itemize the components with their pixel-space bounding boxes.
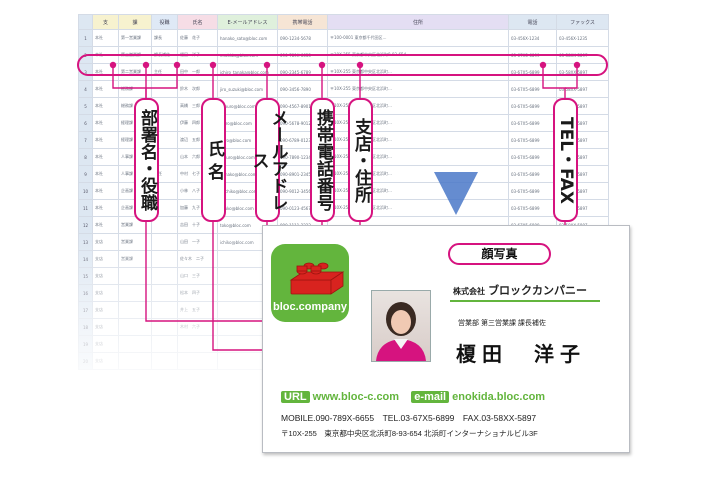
label-name: 氏 名 [201, 98, 226, 222]
header-cell: ファックス [556, 14, 609, 30]
portrait-photo [371, 290, 431, 362]
header-cell: 課 [118, 14, 152, 30]
url-value: www.bloc-c.com [312, 391, 400, 403]
label-face-photo: 顔写真 [448, 243, 551, 265]
spreadsheet-header-row: 支 課 役職 氏名 E-メールアドレス 携帯電話 住所 電話 ファックス [78, 14, 609, 30]
table-cell: 7 [78, 131, 93, 149]
brick-logo-icon [289, 262, 345, 295]
company-underline [450, 300, 600, 302]
down-arrow-icon [434, 172, 478, 215]
header-cell: 携帯電話 [277, 14, 328, 30]
person-portrait-icon [376, 302, 426, 361]
company-logo: bloc.company [271, 244, 349, 322]
table-cell: 9 [78, 165, 93, 183]
company-name-text: ブロックカンパニー [488, 285, 588, 297]
highlighted-row-outline [77, 54, 608, 76]
company-name: 株式会社 ブロックカンパニー [453, 282, 587, 298]
card-phone-row: MOBILE.090-789X-6655 TEL.03-67X5-6899 FA… [281, 413, 537, 423]
card-person-name: 榎田 洋子 [456, 342, 586, 366]
header-cell: 住所 [327, 14, 509, 30]
label-branch-address: 支店・住所 [348, 98, 373, 222]
table-cell: 1 [78, 29, 93, 47]
table-cell: 6 [78, 114, 93, 132]
url-tag: URL [281, 391, 310, 403]
table-cell: 5 [78, 97, 93, 115]
label-mobile: 携帯電話番号 [310, 98, 335, 222]
label-dept-title: 部署名・役職 [134, 98, 159, 222]
web-email-row: URL www.bloc-c.com e-mail enokida.bloc.c… [281, 391, 545, 403]
label-tel-fax: TEL・FAX [553, 98, 578, 222]
card-dept-title: 営業部 第三営業課 課長補佐 [458, 320, 546, 327]
email-tag: e-mail [411, 391, 450, 403]
company-prefix: 株式会社 [453, 287, 485, 296]
label-email: メールアドレス [249, 98, 288, 222]
business-card: bloc.company 株式会社 ブロックカンパニー 営業部 第三営業課 課長… [262, 225, 630, 453]
email-value: enokida.bloc.com [452, 391, 546, 403]
card-address: 〒10X-255 東京都中央区北浜町8-93-654 北浜町インターナショナルビ… [281, 429, 538, 438]
header-cell: 氏名 [177, 14, 218, 30]
logo-text: bloc.company [273, 301, 347, 313]
table-cell: 12 [78, 216, 93, 234]
